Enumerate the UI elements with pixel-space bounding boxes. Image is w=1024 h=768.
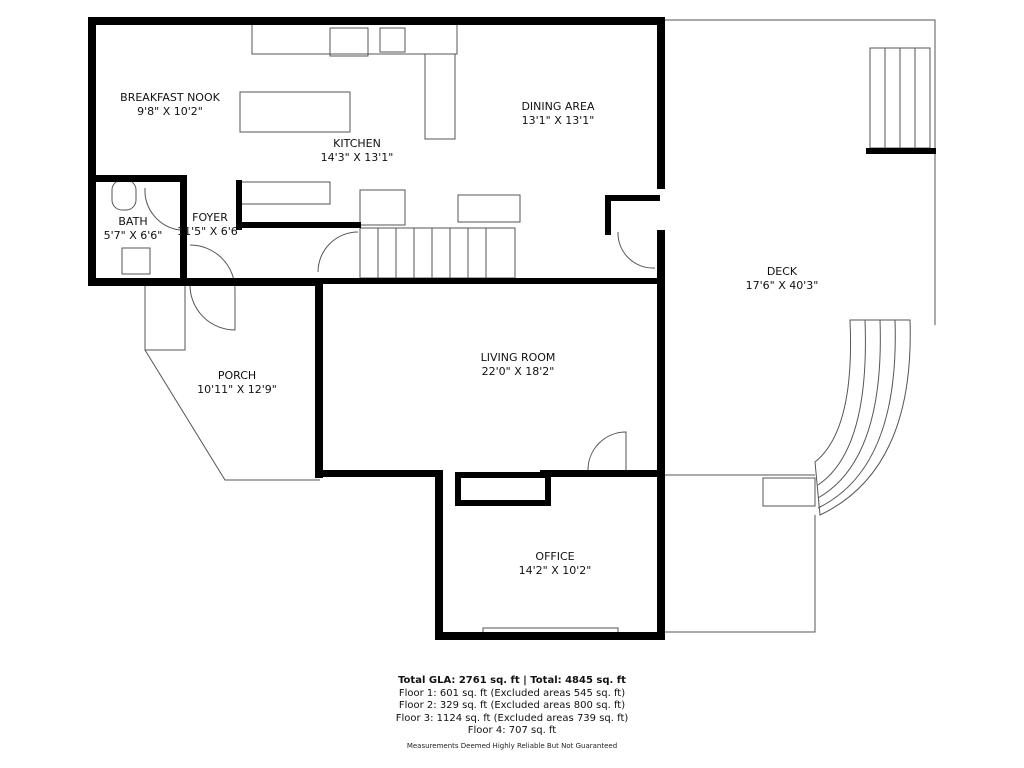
toilet xyxy=(111,179,137,211)
room-name: FOYER xyxy=(192,211,228,224)
room-size: 13'1" X 13'1" xyxy=(521,114,595,127)
porch-steps xyxy=(144,284,186,351)
deck-curved-stairs xyxy=(814,319,911,516)
room-size: 9'8" X 10'2" xyxy=(137,105,203,118)
room-name: BREAKFAST NOOK xyxy=(120,91,220,104)
fireplace xyxy=(455,472,551,506)
bath-sink xyxy=(121,247,151,275)
bath-door-swing xyxy=(144,187,181,231)
room-size: 14'3" X 13'1" xyxy=(320,151,394,164)
staircase xyxy=(359,227,516,279)
deck-small-steps xyxy=(762,477,816,507)
floor-area: Floor 2: 329 sq. ft (Excluded areas 800 … xyxy=(398,700,626,711)
floor-area: Floor 3: 1124 sq. ft (Excluded areas 739… xyxy=(395,712,629,724)
room-name: DINING AREA xyxy=(521,100,595,113)
room-name: KITCHEN xyxy=(333,137,381,150)
walls xyxy=(88,17,936,640)
room-size: 5'7" X 6'6" xyxy=(103,229,163,242)
area-summary: Total GLA: 2761 sq. ft | Total: 4845 sq.… xyxy=(396,675,629,738)
room-name: LIVING ROOM xyxy=(480,351,556,364)
total-area: Total GLA: 2761 sq. ft | Total: 4845 sq.… xyxy=(398,675,626,686)
kitchen-counter-side xyxy=(424,53,456,140)
room-name: DECK xyxy=(766,265,798,278)
room-size: 10'11" X 12'9" xyxy=(197,383,277,396)
room-size: 22'0" X 18'2" xyxy=(481,365,555,378)
room-size: 14'2" X 10'2" xyxy=(518,564,592,577)
room-size: 11'5" X 6'6" xyxy=(177,225,243,238)
deck-outline xyxy=(665,19,936,150)
room-name: OFFICE xyxy=(535,550,575,563)
stove xyxy=(329,27,369,57)
sink xyxy=(379,27,406,53)
room-size: 17'6" X 40'3" xyxy=(745,279,819,292)
floor-area: Floor 4: 707 sq. ft xyxy=(467,725,557,736)
floor-area: Floor 1: 601 sq. ft (Excluded areas 545 … xyxy=(398,687,626,699)
disclaimer: Measurements Deemed Highly Reliable But … xyxy=(406,742,618,750)
kitchen-island xyxy=(239,91,351,133)
deck-lower-outline xyxy=(665,515,816,633)
room-name: BATH xyxy=(118,215,148,228)
foyer-door-swing xyxy=(189,244,236,331)
room-name: PORCH xyxy=(217,369,257,382)
